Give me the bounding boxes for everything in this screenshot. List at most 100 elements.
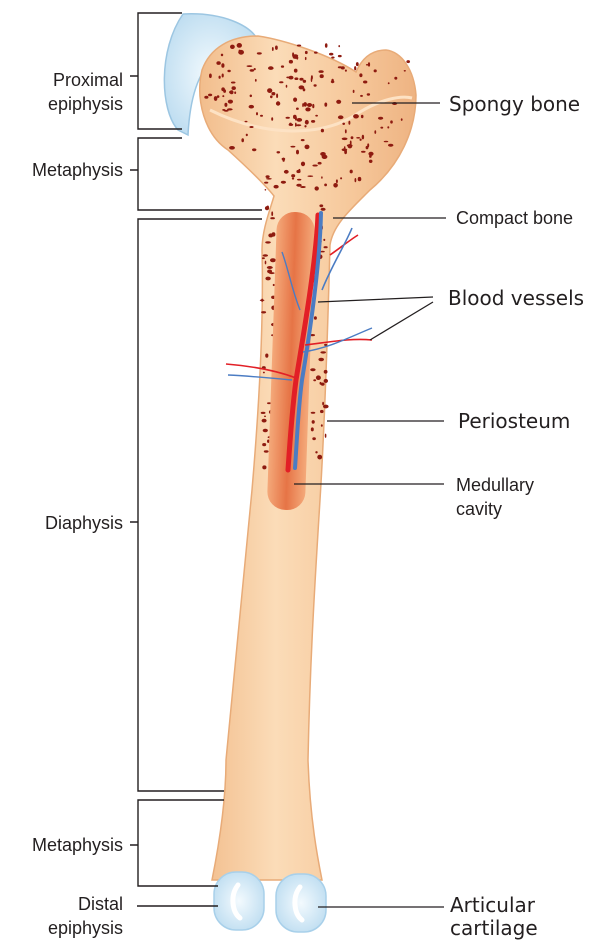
spongy-bone-pore [232,86,236,90]
spongy-bone-pore [249,105,254,109]
spongy-bone-pore [254,68,256,70]
spongy-bone-pore [307,103,312,107]
spongy-bone-pore [305,145,310,150]
spongy-bone-pore [255,79,257,82]
spongy-bone-pore [312,420,315,424]
spongy-bone-pore [324,246,328,248]
label-spongy-bone: Spongy bone [449,91,580,117]
spongy-bone-pore [237,43,242,48]
spongy-bone-pore [293,98,297,102]
label-periosteum: Periosteum [458,408,570,434]
spongy-bone-pore [204,96,208,99]
spongy-bone-pore [292,177,294,179]
spongy-bone-pore [345,70,347,72]
spongy-bone-pore [325,434,327,438]
spongy-bone-pore [356,137,360,139]
bracket-metaphysis-bottom [130,800,224,886]
spongy-bone-pore [307,175,313,177]
spongy-bone-pore [271,211,273,216]
spongy-bone-pore [224,103,227,107]
spongy-bone-pore [325,43,328,48]
spongy-bone-pore [261,412,266,414]
spongy-bone-pore [348,121,350,125]
spongy-bone-pore [353,90,355,93]
spongy-bone-pore [367,143,369,147]
spongy-bone-pore [292,52,294,57]
spongy-bone-pore [355,178,357,182]
spongy-bone-pore [271,117,273,121]
spongy-bone-pore [293,115,297,119]
spongy-bone-pore [331,81,335,83]
label-compact-bone: Compact bone [456,206,573,230]
spongy-bone-pore [305,107,310,111]
spongy-bone-pore [363,81,367,84]
spongy-bone-pore [219,76,221,79]
spongy-bone-pore [297,179,301,181]
spongy-bone-pore [275,46,278,50]
spongy-bone-pore [289,60,293,64]
label-metaphysis-top: Metaphysis [4,158,123,182]
label-blood-vessels: Blood vessels [448,285,584,311]
spongy-bone-pore [305,51,308,54]
spongy-bone-pore [286,85,288,88]
spongy-bone-pore [264,182,268,184]
spongy-bone-pore [263,254,268,256]
spongy-bone-pore [315,186,319,190]
label-diaphysis: Diaphysis [4,511,123,535]
label-articular-cartilage: Articularcartilage [450,894,538,940]
spongy-bone-pore [257,52,262,54]
spongy-bone-pore [314,84,317,86]
spongy-bone-pore [384,141,389,143]
leader-blood-vessels [318,297,433,340]
spongy-bone-pore [291,174,295,177]
spongy-bone-pore [222,74,224,78]
spongy-bone-pore [323,405,329,409]
spongy-bone-pore [356,62,359,66]
spongy-bone-pore [265,277,270,281]
spongy-bone-pore [321,129,324,133]
spongy-bone-pore [342,123,345,125]
spongy-bone-pore [274,185,279,189]
spongy-bone-pore [317,455,322,460]
spongy-bone-pore [321,424,323,427]
spongy-bone-pore [354,66,356,70]
spongy-bone-pore [265,261,267,265]
spongy-bone-pore [360,139,362,141]
spongy-bone-pore [315,115,318,117]
spongy-bone-pore [314,52,318,54]
spongy-bone-pore [312,165,317,167]
spongy-bone-pore [322,402,324,406]
spongy-bone-pore [267,270,272,274]
spongy-bone-pore [281,65,284,67]
spongy-bone-pore [374,130,376,134]
spongy-bone-pore [261,311,266,313]
spongy-bone-pore [342,148,348,151]
spongy-bone-pore [229,146,235,150]
spongy-bone-pore [268,233,273,237]
spongy-bone-pore [347,144,353,147]
spongy-bone-pore [329,53,333,56]
spongy-bone-pore [298,169,300,172]
spongy-bone-pore [263,429,268,432]
spongy-bone-pore [282,158,286,160]
spongy-bone-pore [234,91,236,94]
spongy-bone-pore [303,80,306,83]
spongy-bone-pore [266,175,270,178]
spongy-bone-pore [267,88,272,93]
spongy-bone-pore [305,120,309,125]
spongy-bone-pore [342,138,348,141]
spongy-bone-pore [311,412,316,414]
spongy-bone-pore [296,150,299,155]
spongy-bone-pore [359,73,362,77]
spongy-bone-pore [301,139,305,141]
spongy-bone-pore [321,208,326,211]
spongy-bone-pore [221,63,224,68]
spongy-bone-pore [360,95,363,97]
spongy-bone-pore [265,189,267,191]
spongy-bone-pore [271,92,275,95]
spongy-bone-pore [262,443,266,446]
spongy-bone-pore [262,465,266,469]
spongy-bone-pore [318,358,324,361]
